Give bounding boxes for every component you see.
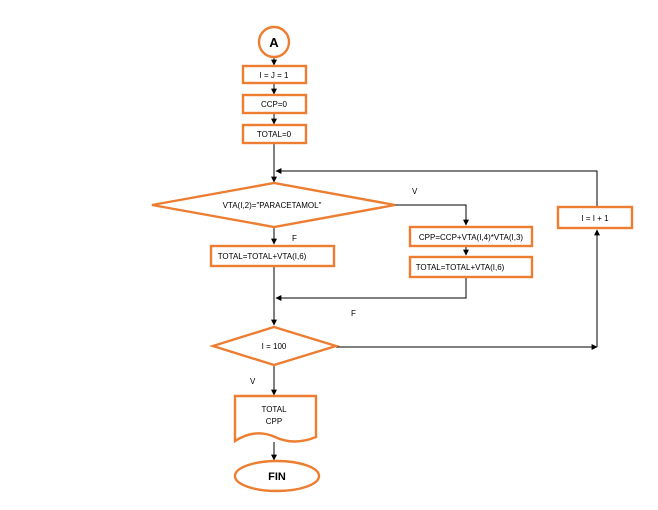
process-false-total-label: TOTAL=TOTAL+VTA(I,6) [218,252,307,261]
process-true-ccp: CPP=CCP+VTA(I,4)*VTA(I,3) [408,225,534,248]
start-connector: A [257,25,291,59]
process-false-total: TOTAL=TOTAL+VTA(I,6) [209,244,336,268]
process-init-total: TOTAL=0 [241,123,308,145]
loop-true-label: V [250,377,256,386]
output-document: TOTAL CPP [233,394,318,444]
decision-paracetamol: VTA(I,2)="PARACETAMOL" [151,181,396,229]
process-true-ccp-label: CPP=CCP+VTA(I,4)*VTA(I,3) [419,233,524,242]
start-connector-label: A [269,35,279,50]
process-init-ccp: CCP=0 [241,93,308,115]
output-line1: TOTAL [261,405,287,414]
end-terminal-label: FIN [268,471,286,483]
process-init-total-label: TOTAL=0 [257,130,292,139]
process-true-total: TOTAL=TOTAL+VTA(I,6) [408,255,534,279]
output-line2: CPP [266,417,282,426]
process-increment: I = I + 1 [556,205,634,230]
loop-false-label: F [351,309,356,318]
connector-lines [271,56,600,461]
process-init-ccp-label: CCP=0 [261,100,288,109]
false-branch-label: F [292,234,297,243]
process-init-ij: I = J = 1 [241,64,308,85]
decision-paracetamol-label: VTA(I,2)="PARACETAMOL" [223,201,322,210]
end-terminal: FIN [233,459,321,493]
process-increment-label: I = I + 1 [581,214,609,223]
process-init-ij-label: I = J = 1 [260,71,289,80]
process-true-total-label: TOTAL=TOTAL+VTA(I,6) [416,263,505,272]
decision-loop-end: I = 100 [208,325,341,367]
true-branch-label: V [412,187,418,196]
decision-loop-end-label: I = 100 [262,342,287,351]
